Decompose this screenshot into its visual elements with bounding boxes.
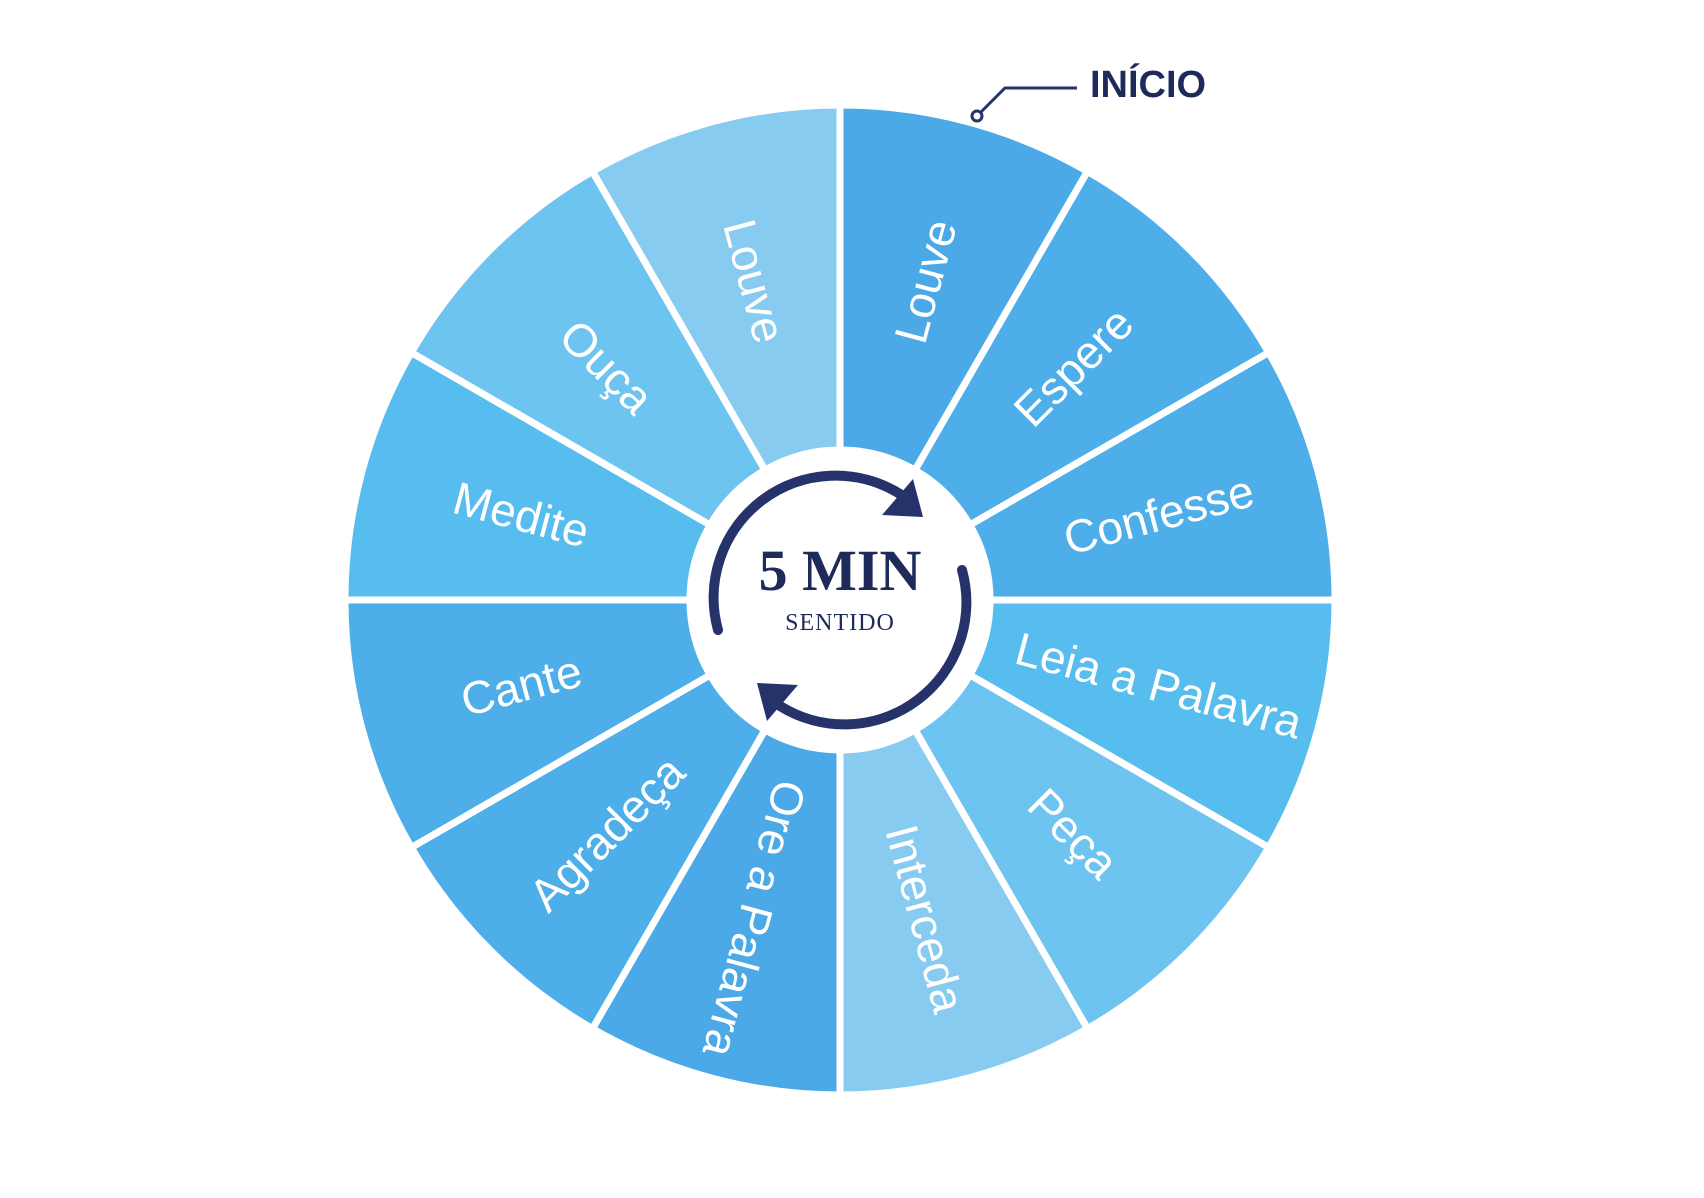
center-hub xyxy=(690,450,990,750)
start-label: INÍCIO xyxy=(1090,62,1206,106)
center-subtitle: SENTIDO xyxy=(785,610,895,636)
center-title: 5 MIN xyxy=(759,538,922,603)
start-pointer-dot xyxy=(970,109,984,123)
start-pointer-line xyxy=(975,86,1077,118)
start-marker: INÍCIO xyxy=(970,62,1206,123)
wheel-segments xyxy=(341,101,1339,1099)
cycle-arrows-icon xyxy=(708,470,972,730)
